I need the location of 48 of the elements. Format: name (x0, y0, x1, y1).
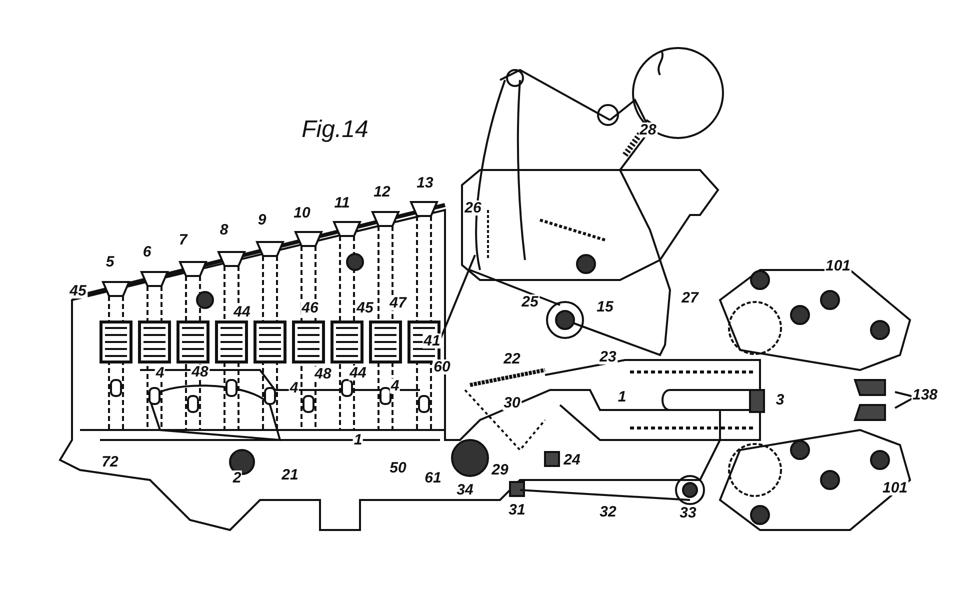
callout-number: 72 (100, 454, 120, 470)
callout-number: 101 (824, 258, 852, 274)
callout-number: 46 (300, 300, 320, 316)
callout-number: 44 (348, 366, 368, 380)
callout-number: 1 (616, 390, 628, 404)
callout-number: 21 (280, 468, 300, 482)
callout-number: 27 (680, 290, 700, 306)
callout-number: 138 (911, 388, 939, 402)
callout-number: 2 (232, 470, 242, 486)
callout-number: 11 (333, 196, 351, 210)
callout-number: 41 (422, 334, 442, 348)
callout-number: 6 (142, 244, 152, 260)
callout-number: 50 (388, 460, 408, 476)
callout-number: 23 (598, 350, 618, 364)
callout-number: 30 (502, 396, 522, 410)
callout-number: 61 (424, 470, 442, 486)
callout-number: 9 (256, 212, 268, 228)
callout-number: 8 (218, 222, 230, 238)
callout-number: 29 (490, 462, 510, 478)
callout-number: 44 (232, 304, 252, 320)
callout-number: 4 (288, 380, 300, 396)
callout-number: 31 (508, 502, 526, 518)
callout-number: 4 (154, 366, 166, 380)
callout-number: 15 (596, 300, 614, 314)
callout-number: 34 (456, 482, 474, 498)
callout-number: 7 (178, 232, 188, 248)
callout-number: 48 (314, 366, 332, 382)
callout-number: 5 (104, 254, 116, 270)
callout-number: 26 (464, 200, 482, 216)
callout-number: 22 (502, 352, 522, 366)
figure-title: Fig.14 (302, 116, 368, 144)
callout-number: 45 (356, 300, 374, 316)
callout-number: 1 (352, 432, 364, 448)
callout-number: 3 (774, 392, 786, 408)
callout-number: 10 (292, 206, 312, 220)
callout-number: 48 (190, 364, 210, 380)
callout-number: 13 (416, 176, 434, 190)
callout-number: 101 (881, 480, 909, 496)
callout-number: 24 (562, 452, 582, 468)
callout-number: 28 (638, 122, 658, 138)
callout-number: 25 (520, 294, 540, 310)
callout-number: 33 (678, 506, 698, 520)
callout-number: 60 (432, 360, 452, 374)
callout-number: 12 (372, 184, 392, 200)
callout-number: 4 (390, 378, 400, 394)
callout-number: 32 (598, 504, 618, 520)
callout-number: 47 (388, 296, 408, 310)
callout-number: 45 (68, 284, 88, 298)
